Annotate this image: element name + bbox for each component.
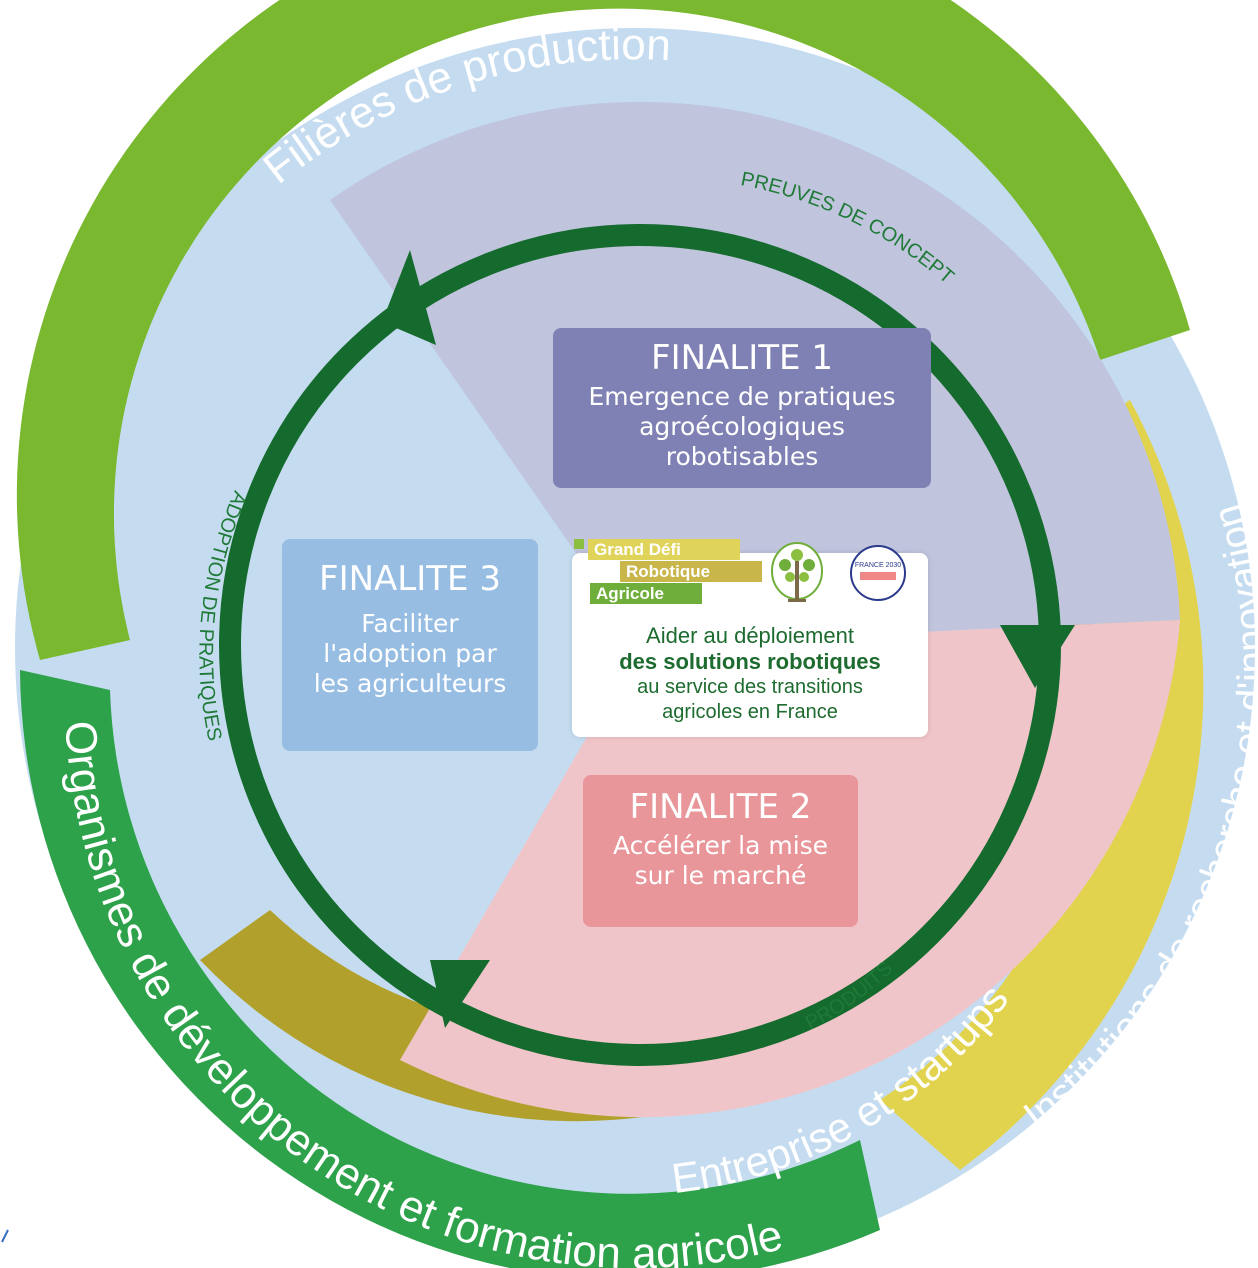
logo-agricole: Agricole — [590, 583, 702, 604]
finalite-1-title: FINALITE 1 — [651, 338, 833, 378]
center-card: Grand Défi Robotique Agricole FRANCE 203… — [572, 539, 928, 737]
corner-mark — [1, 1229, 9, 1243]
finalite-1-line: Emergence de pratiques — [588, 382, 896, 411]
finalite-3-box: FINALITE 3 Faciliter l'adoption par les … — [282, 539, 538, 751]
finalite-2-box: FINALITE 2 Accélérer la mise sur le marc… — [583, 775, 858, 927]
logo-grand-defi: Grand Défi — [588, 539, 740, 560]
finalite-2-line: Accélérer la mise — [612, 831, 829, 860]
finalite-1-line: robotisables — [665, 442, 819, 471]
finalite-3-line: Faciliter — [361, 609, 459, 638]
finalite-3-line: l'adoption par — [323, 639, 497, 668]
cycle-arrow-top — [382, 250, 436, 345]
france-2030-logo: FRANCE 2030 — [850, 545, 906, 601]
logo-robotique: Robotique — [620, 561, 762, 582]
center-line: agricoles en France — [662, 701, 838, 723]
center-line: au service des transitions — [637, 676, 863, 698]
center-line-bold: des solutions robotiques — [619, 649, 881, 674]
finalite-2-line: sur le marché — [634, 861, 807, 890]
finalite-1-box: FINALITE 1 Emergence de pratiques agroéc… — [553, 328, 931, 488]
organismes-ring-segment — [20, 670, 880, 1268]
tree-icon — [771, 542, 823, 602]
logo-accent — [574, 539, 584, 549]
france-2030-text: FRANCE 2030 — [855, 562, 901, 569]
finalite-2-title: FINALITE 2 — [629, 787, 812, 827]
finalite-3-title: FINALITE 3 — [319, 559, 501, 599]
cycle-arrow-right — [1000, 625, 1075, 688]
finalite-3-line: les agriculteurs — [313, 669, 507, 698]
finalite-1-line: agroécologiques — [639, 412, 845, 441]
center-line: Aider au déploiement — [646, 623, 854, 648]
cycle-arrow-bottom — [430, 960, 490, 1028]
